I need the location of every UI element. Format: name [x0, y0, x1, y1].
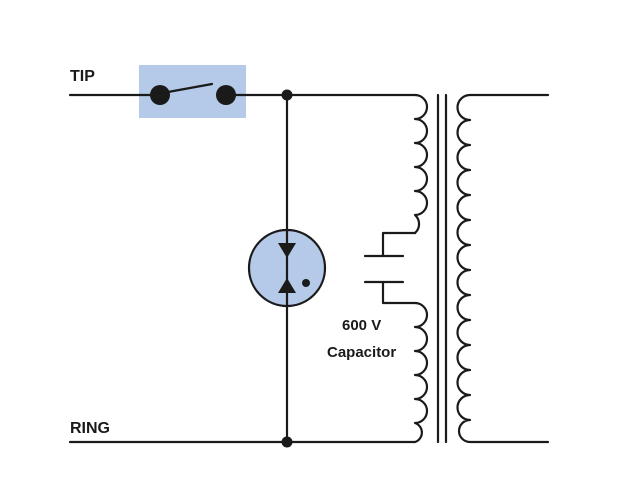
capacitor-lead-top — [381, 231, 417, 258]
primary-winding-lower — [413, 301, 429, 444]
capacitor-lead-bottom — [381, 280, 417, 305]
ring-label: RING — [70, 420, 110, 437]
capacitor-icon — [363, 231, 417, 305]
gas-discharge-tube-icon — [247, 228, 327, 308]
transformer-icon — [413, 93, 550, 444]
capacitor-voltage-label: 600 V — [342, 317, 381, 334]
switch-blade — [166, 82, 214, 94]
capacitor-name-label: Capacitor — [327, 344, 396, 361]
primary-winding-upper — [413, 93, 429, 235]
switch-icon — [150, 82, 236, 105]
tip-label: TIP — [70, 68, 95, 85]
secondary-winding — [456, 93, 550, 444]
